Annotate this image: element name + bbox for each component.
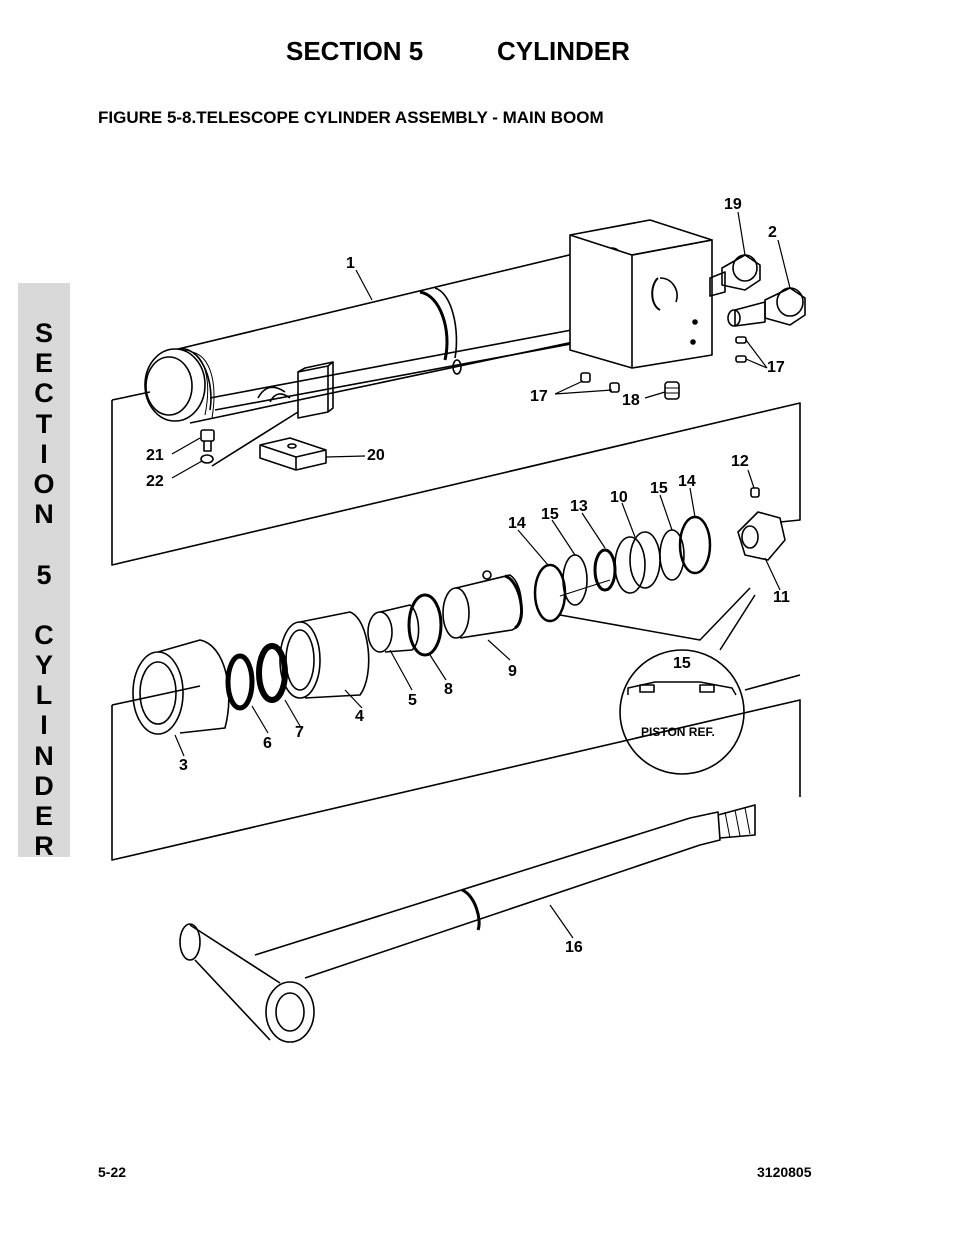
side-tab-letter: D [34,770,54,801]
part-12-setscrew [750,487,760,498]
upper-plane-outline [111,391,801,566]
part-9-piston-body [442,570,524,639]
side-tab-letter: E [34,348,53,379]
tube-bracket [297,361,334,419]
part-14-15-rings [533,515,712,623]
side-tab-letter: C [34,619,54,650]
callout-17a: 17 [530,388,548,405]
callout-17b: 17 [767,359,785,376]
callout-15a: 15 [541,506,559,523]
side-tab-letter: N [34,499,54,530]
part-5-ring [367,604,420,653]
callout-2: 2 [768,224,777,241]
detail-caption: PISTON REF. [641,725,715,739]
page-number: 5-22 [98,1164,127,1180]
callout-3: 3 [179,757,188,774]
part-6-seal [225,653,255,711]
part-11-nut [737,511,786,561]
side-tab-letter: N [34,740,54,771]
side-tab-letter: I [40,438,48,469]
leader-lines [171,211,791,939]
part-4-spacer [279,611,370,699]
part-10-piston [614,531,661,594]
section-side-tab: S E C T I O N 5 C Y L I N D E R [18,283,70,861]
callout-10: 10 [610,489,628,506]
callout-22: 22 [146,473,164,490]
callout-8: 8 [444,681,453,698]
side-tab-letter: T [35,408,53,439]
callout-12: 12 [731,453,749,470]
tube-line [209,319,631,411]
section-number: SECTION 5 [286,36,424,66]
callout-1: 1 [346,255,355,272]
side-tab-letter: I [40,710,48,741]
side-tab-letter: L [35,680,53,711]
part-2-fitting [727,287,806,327]
port-block [569,219,713,369]
part-19-fitting [709,254,761,297]
part-7-seal [256,643,288,703]
figure-title: FIGURE 5-8.TELESCOPE CYLINDER ASSEMBLY -… [98,108,604,127]
side-tab-letter: Y [34,650,53,681]
callout-7: 7 [295,724,304,741]
side-tab-letter: R [34,831,54,862]
part-16-rod [179,804,756,1043]
bracket-leader [211,411,299,467]
callout-19: 19 [724,196,742,213]
part-3-head [132,639,230,735]
part-20-block [259,437,327,471]
callout-labels: 1 2 3 4 5 6 7 8 9 10 11 12 13 14 14 15 1… [146,196,790,956]
part-21-bolt [200,429,215,452]
part-8-oring [407,593,443,657]
part-18-plug [664,381,680,400]
side-tab-letter: C [34,378,54,409]
callout-4: 4 [355,708,364,725]
lower-plane-outline [111,674,801,861]
callout-14a: 14 [508,515,526,532]
side-tab-letter: O [33,468,55,499]
document-number: 3120805 [757,1164,812,1180]
callout-6: 6 [263,735,272,752]
callout-11: 11 [773,589,790,606]
side-tab-letter: E [34,801,53,831]
assembly-axis [559,579,611,597]
piston-detail-circle [559,587,756,775]
callout-13: 13 [570,498,588,515]
side-tab-letter: 5 [36,559,52,590]
callout-9: 9 [508,663,517,680]
callout-15c: 15 [673,655,691,672]
callout-16: 16 [565,939,583,956]
side-tab-letter: S [34,318,53,348]
callout-21: 21 [146,447,164,464]
callout-15b: 15 [650,480,668,497]
section-topic: CYLINDER [497,36,630,66]
side-tab-text: S E C T I O N 5 C Y L I N D E R [18,318,70,861]
callout-14b: 14 [678,473,696,490]
callout-20: 20 [367,447,385,464]
callout-5: 5 [408,692,417,709]
callout-18: 18 [622,392,640,409]
part-22-washer [200,454,214,464]
